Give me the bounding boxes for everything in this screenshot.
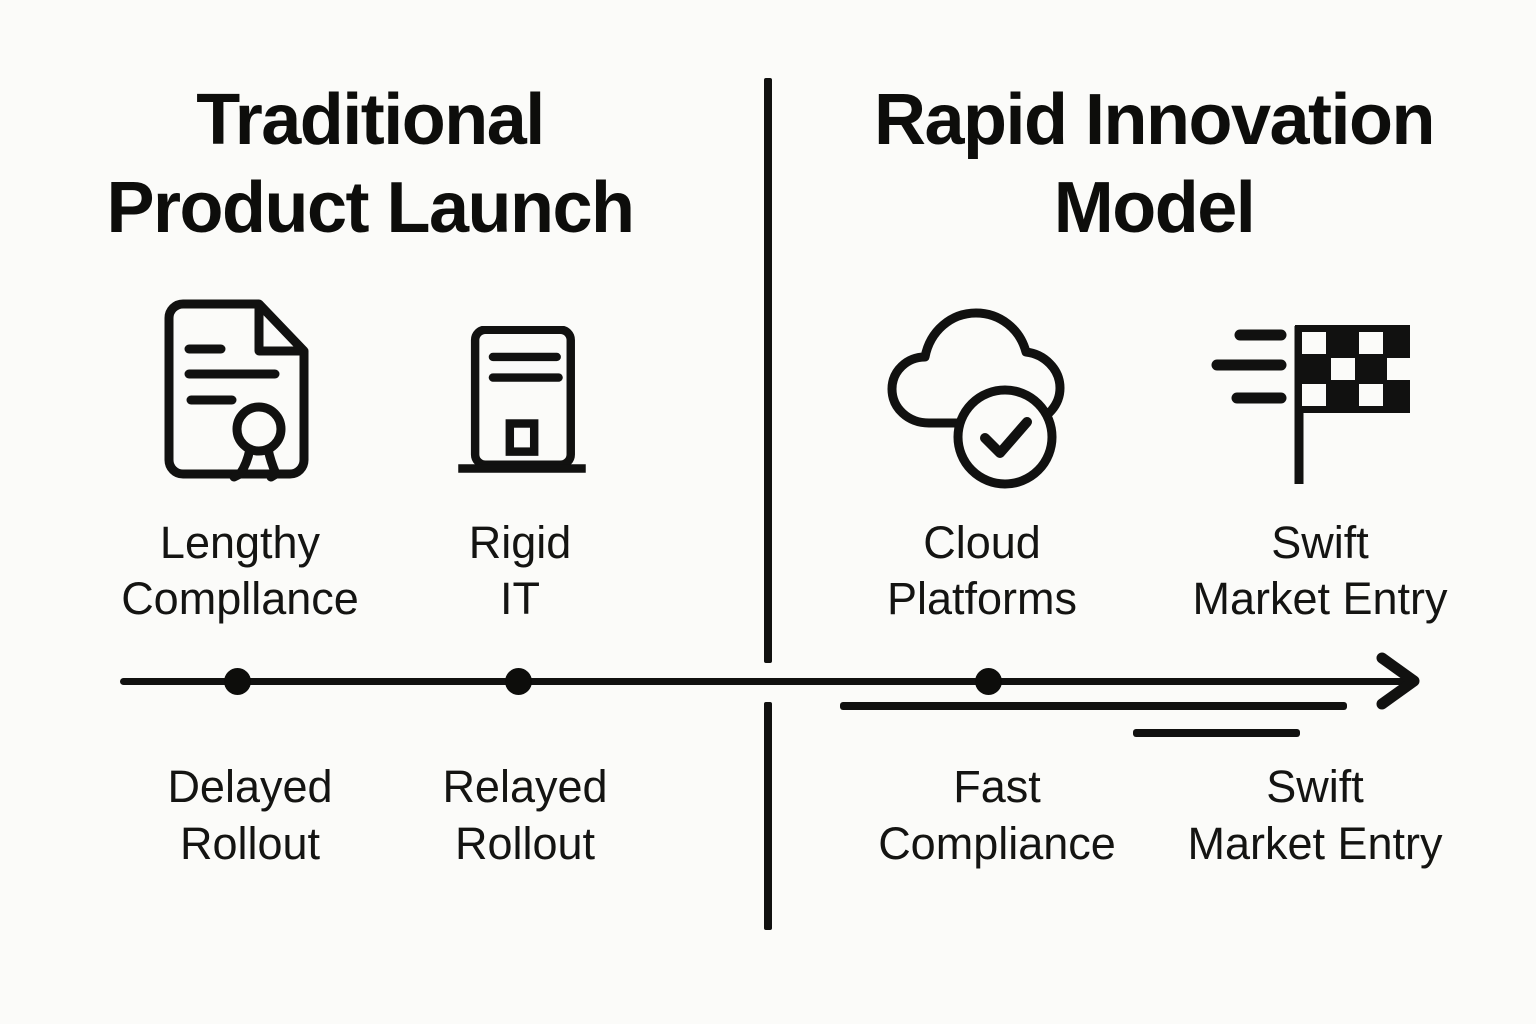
speed-line-short [1133,729,1300,737]
label-rigid-line2: IT [500,573,540,624]
tl-relayed-line2: Rollout [454,818,596,869]
left-title-line-1: Traditional [196,80,545,160]
timeline-label-delayed-rollout: Delayed Rollout [85,758,415,872]
label-rigid-it: Rigid IT [420,515,620,627]
tl-relayed-line1: Relayed [442,761,608,812]
label-swift-market-entry: Swift Market Entry [1150,515,1490,627]
center-divider-upper [764,78,772,663]
right-panel-title: Rapid Innovation Model [858,76,1450,252]
label-swift-line2: Market Entry [1192,573,1448,624]
server-icon [447,326,597,476]
cloud-check-icon [879,297,1079,497]
left-title-line-2: Product Launch [106,168,635,248]
timeline-axis [120,678,1412,685]
label-swift-line1: Swift [1271,517,1369,568]
timeline-label-swift-market-entry: Swift Market Entry [1140,758,1490,872]
timeline-arrowhead-icon [1376,650,1422,717]
timeline-dot-fast [975,668,1002,695]
left-panel-title: Traditional Product Launch [70,76,670,252]
label-cloud-line2: Platforms [886,573,1078,624]
timeline-dot-relayed [505,668,532,695]
timeline-label-fast-compliance: Fast Compliance [828,758,1166,872]
label-rigid-line1: Rigid [468,517,572,568]
checkered-flag-icon [1205,322,1425,490]
tl-swift-line1: Swift [1266,761,1364,812]
tl-delayed-line1: Delayed [167,761,333,812]
timeline-label-relayed-rollout: Relayed Rollout [360,758,690,872]
certificate-document-icon [162,299,312,483]
timeline-dot-delayed [224,668,251,695]
label-lengthy-line2: Compllance [121,573,359,624]
tl-delayed-line2: Rollout [179,818,321,869]
label-lengthy-compliance: Lengthy Compllance [58,515,422,627]
tl-fast-line1: Fast [953,761,1041,812]
speed-line-long [840,702,1347,710]
center-divider-lower [764,702,772,930]
tl-swift-line2: Market Entry [1187,818,1443,869]
label-cloud-platforms: Cloud Platforms [828,515,1136,627]
label-lengthy-line1: Lengthy [159,517,321,568]
label-cloud-line1: Cloud [923,517,1041,568]
right-title-line-2: Model [1053,168,1256,248]
right-title-line-1: Rapid Innovation [874,80,1435,160]
tl-fast-line2: Compliance [878,818,1116,869]
